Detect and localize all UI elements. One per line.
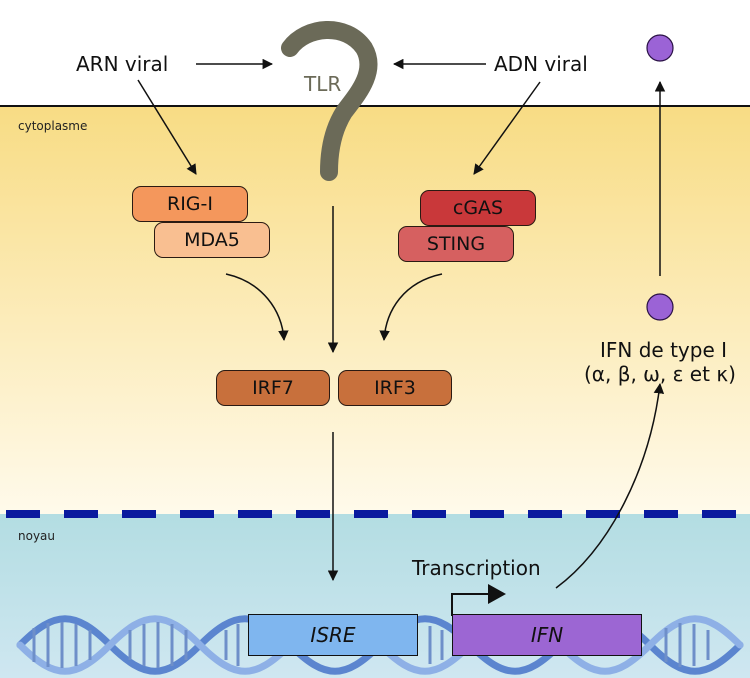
protein-irf3: IRF3 — [338, 370, 452, 406]
protein-sting: STING — [398, 226, 514, 262]
arrow-ifn-gene-to-ifn — [555, 382, 665, 589]
protein-rig-i: RIG-I — [132, 186, 248, 222]
transcription-arrowhead — [488, 584, 506, 604]
label-ifn-type: IFN de type I — [600, 338, 728, 362]
cytoplasm-region — [0, 106, 750, 514]
ifn-molecule-inside — [646, 293, 674, 321]
label-ifn-subtypes: (α, β, ω, ε et κ) — [584, 362, 736, 386]
tlr-receptor-shape — [281, 21, 378, 181]
gene-isre-box: ISRE — [248, 614, 418, 656]
arrow-sting-to-irf3 — [379, 273, 443, 342]
gene-ifn-box: IFN — [452, 614, 642, 656]
protein-irf7: IRF7 — [216, 370, 330, 406]
protein-cgas: cGAS — [420, 190, 536, 226]
arrow-mda5-to-irf7 — [225, 273, 289, 342]
arrow-arn-to-rigi — [137, 79, 197, 175]
label-arn-viral: ARN viral — [76, 52, 169, 76]
label-noyau: noyau — [18, 529, 56, 543]
ifn-molecule-outside — [646, 34, 674, 62]
label-transcription: Transcription — [412, 556, 541, 580]
transcription-start-arrow — [451, 593, 494, 616]
label-tlr: TLR — [304, 72, 342, 96]
label-adn-viral: ADN viral — [494, 52, 588, 76]
label-cytoplasme: cytoplasme — [18, 119, 88, 133]
arrow-adn-to-cgas — [473, 81, 541, 175]
protein-mda5: MDA5 — [154, 222, 270, 258]
